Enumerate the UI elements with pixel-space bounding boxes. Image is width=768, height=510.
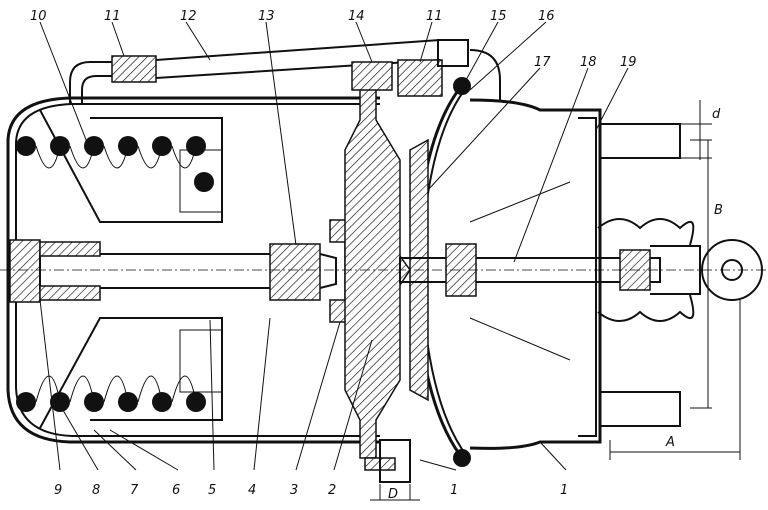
callout-11b: 11 <box>426 9 443 24</box>
callout-7: 7 <box>130 483 139 498</box>
callout-labels: 10 11 12 13 14 11 15 16 17 18 19 9 8 7 6… <box>30 9 637 498</box>
dimension-d: d <box>712 107 721 122</box>
callout-17: 17 <box>534 55 551 70</box>
dimension-A: A <box>665 435 675 450</box>
dimension-B: B <box>714 203 723 218</box>
mounting-studs <box>599 123 681 427</box>
callout-16: 16 <box>538 9 555 24</box>
callout-4: 4 <box>248 483 256 498</box>
callout-13: 13 <box>258 9 275 24</box>
callout-11: 11 <box>104 9 121 24</box>
callout-3: 3 <box>290 483 298 498</box>
callout-8: 8 <box>92 483 100 498</box>
callout-15: 15 <box>490 9 507 24</box>
inlet-port <box>379 439 411 500</box>
callout-14: 14 <box>348 9 365 24</box>
callout-9: 9 <box>54 483 62 498</box>
callout-1b: 1 <box>560 483 568 498</box>
dimension-D: D <box>388 487 398 502</box>
callout-10: 10 <box>30 9 47 24</box>
air-line <box>69 39 501 104</box>
flange-plate <box>344 87 401 471</box>
callout-12: 12 <box>180 9 197 24</box>
callout-5: 5 <box>208 483 216 498</box>
piston-cup <box>39 109 223 429</box>
callout-19: 19 <box>620 55 637 70</box>
dimension-labels: d B A D <box>388 107 723 502</box>
dimension-lines <box>370 100 741 501</box>
callout-1a: 1 <box>450 483 458 498</box>
service-chamber-housing <box>469 98 602 450</box>
callout-2: 2 <box>328 483 336 498</box>
power-spring-coils <box>16 136 214 412</box>
callout-6: 6 <box>172 483 180 498</box>
release-screw <box>9 239 337 303</box>
return-spring <box>469 181 695 361</box>
callout-18: 18 <box>580 55 597 70</box>
leader-lines <box>39 21 629 471</box>
